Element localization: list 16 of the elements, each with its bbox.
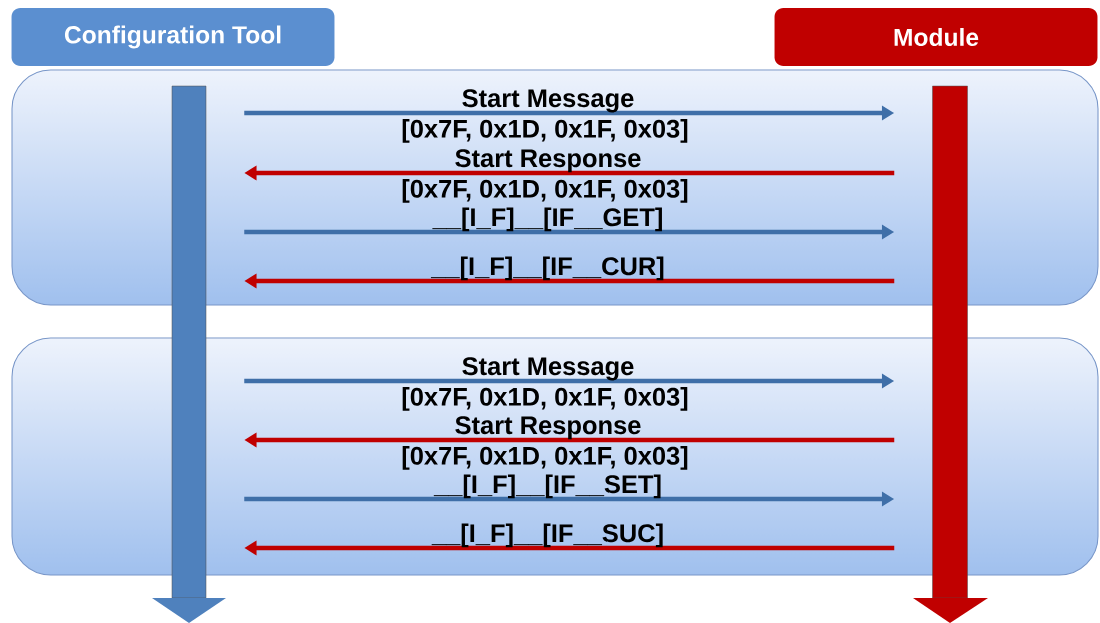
message-label: __[I_F]__[IF__CUR]: [430, 256, 664, 281]
message-label: Start Response: [455, 416, 641, 440]
message-label: Start Message: [462, 89, 634, 113]
message-label: __[I_F]__[IF__SET]: [433, 474, 661, 499]
message-label: Start Response: [455, 149, 641, 173]
byte-sequence: [0x7F, 0x1D, 0x1F, 0x03]: [402, 387, 688, 411]
lifeline-arrow: [152, 85, 226, 623]
message-label: __[I_F]__[IF__SUC]: [431, 523, 663, 548]
message-label: Start Message: [462, 357, 634, 381]
header-box: Module: [774, 8, 1098, 66]
byte-sequence: [0x7F, 0x1D, 0x1F, 0x03]: [402, 179, 688, 203]
byte-sequence: [0x7F, 0x1D, 0x1F, 0x03]: [402, 446, 688, 470]
byte-sequence: [0x7F, 0x1D, 0x1F, 0x03]: [402, 119, 688, 143]
message-label: __[I_F]__[IF__GET]: [432, 207, 662, 232]
header-box: Configuration Tool: [11, 8, 335, 66]
lifeline-arrow: [913, 85, 988, 623]
